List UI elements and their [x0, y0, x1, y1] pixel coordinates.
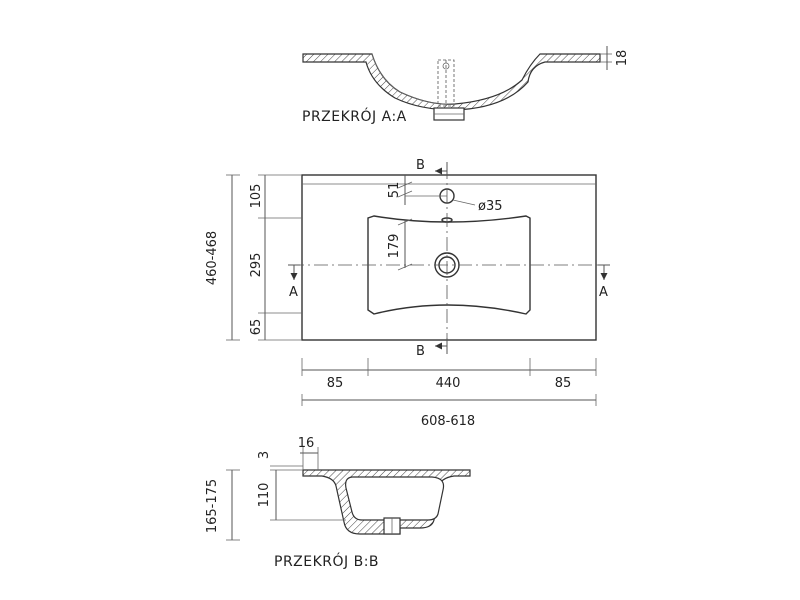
- top-view: A A B B 51 179 ø35 105 295 65: [205, 158, 610, 429]
- width-total-dim: 608-618: [421, 414, 475, 429]
- rim-width-dim: 16: [298, 436, 315, 451]
- section-aa-view: 18 PRZEKRÓJ A:A: [302, 46, 630, 125]
- bowl-inner-dim: 179: [387, 234, 402, 259]
- tap-hole-dim: ø35: [478, 199, 503, 214]
- depth-total-dim: 460-468: [205, 231, 220, 285]
- section-bb-title: PRZEKRÓJ B:B: [274, 552, 379, 570]
- section-aa-profile: [302, 53, 601, 111]
- section-b-label-bottom: B: [416, 344, 425, 359]
- section-bb-view: 16 3 110 165-175 PRZEKRÓJ B:B: [205, 436, 471, 570]
- rim-thickness-dim: 3: [257, 451, 272, 459]
- section-a-label-right: A: [599, 285, 608, 300]
- basin-outline: [301, 174, 597, 341]
- section-b-label-top: B: [416, 158, 425, 173]
- section-aa-title: PRZEKRÓJ A:A: [302, 107, 407, 125]
- width-right-dim: 85: [555, 376, 572, 391]
- section-a-label-left: A: [289, 285, 298, 300]
- total-height-dim: 165-175: [205, 479, 220, 533]
- tap-offset-dim: 51: [387, 182, 402, 199]
- width-bowl-dim: 440: [436, 376, 461, 391]
- depth-back-dim: 105: [249, 184, 264, 209]
- section-aa-thickness: 18: [615, 50, 630, 67]
- bowl-depth-dim: 110: [257, 483, 272, 508]
- depth-front-dim: 65: [249, 319, 264, 336]
- depth-bowl-dim: 295: [249, 253, 264, 278]
- width-left-dim: 85: [327, 376, 344, 391]
- bowl-outline: [367, 215, 531, 315]
